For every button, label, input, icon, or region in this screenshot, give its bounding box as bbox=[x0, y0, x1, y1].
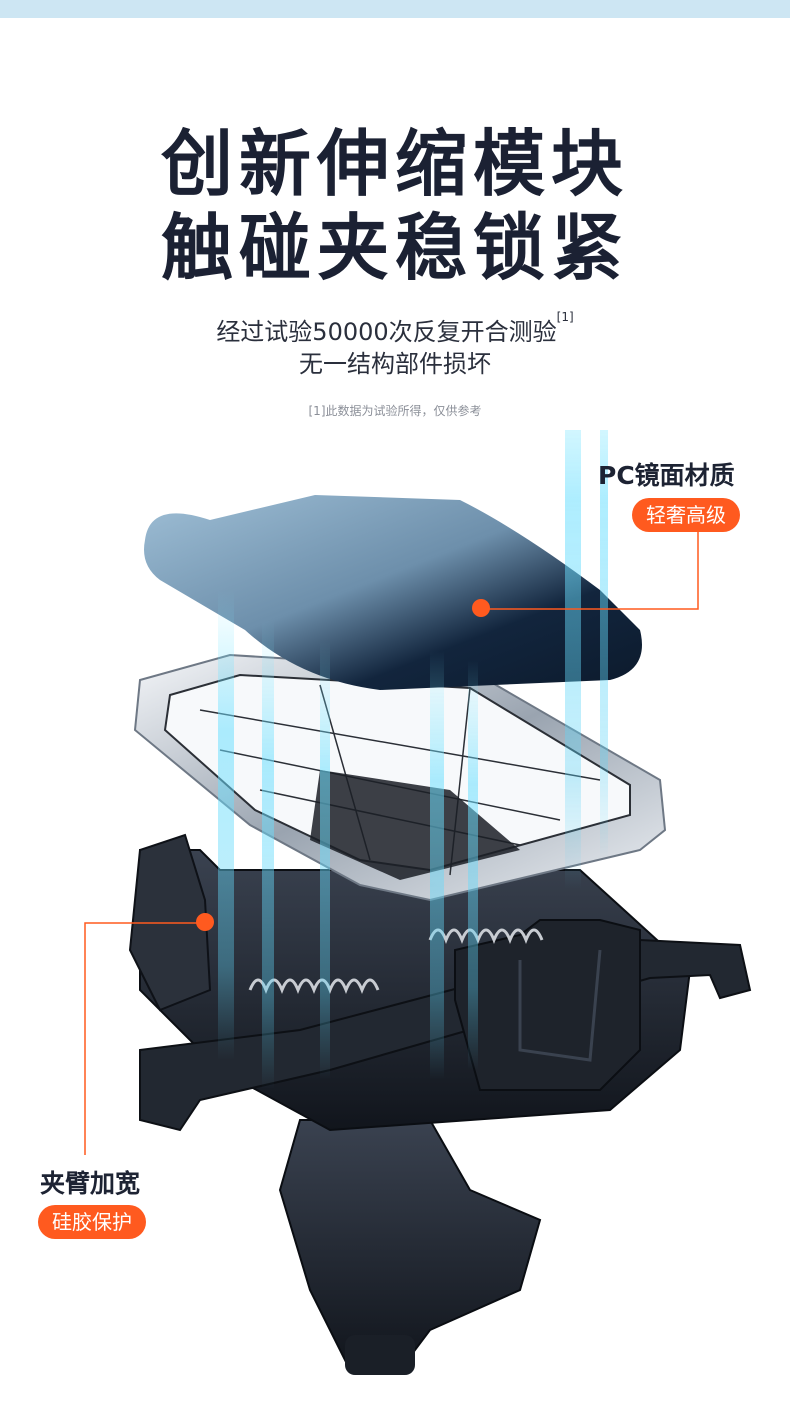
headline-line-1: 创新伸缩模块 bbox=[160, 122, 629, 206]
footnote-marker: [1] bbox=[556, 310, 574, 324]
clip-hook bbox=[345, 1335, 415, 1375]
feature-mirror-title: PC镜面材质 bbox=[598, 461, 735, 490]
feature-mirror-badge: 轻奢高级 bbox=[632, 498, 740, 532]
arm-callout-dot bbox=[196, 913, 214, 931]
feature-arm-title: 夹臂加宽 bbox=[40, 1169, 141, 1198]
top-bar bbox=[0, 0, 790, 18]
headline-line-2: 触碰夹稳锁紧 bbox=[160, 206, 629, 290]
subtitle-line-2: 无一结构部件损坏 bbox=[299, 350, 491, 378]
vent-clip bbox=[278, 1119, 542, 1371]
footnote: [1]此数据为试验所得，仅供参考 bbox=[308, 404, 482, 418]
mirror-callout-dot bbox=[472, 599, 490, 617]
light-beams bbox=[218, 430, 608, 1090]
mirror-callout-line bbox=[482, 530, 699, 610]
right-clamp bbox=[454, 919, 641, 1091]
feature-arm-badge: 硅胶保护 bbox=[38, 1205, 146, 1239]
inner-dark-panel bbox=[310, 770, 520, 880]
subtitle-line-1-text: 经过试验50000次反复开合测验 bbox=[216, 318, 557, 346]
arm-callout-line bbox=[84, 922, 205, 1155]
car-phone-mount-exploded-view bbox=[84, 430, 752, 1375]
callout-lines bbox=[84, 530, 699, 1155]
subtitle-line-1: 经过试验50000次反复开合测验[1] bbox=[0, 310, 790, 347]
